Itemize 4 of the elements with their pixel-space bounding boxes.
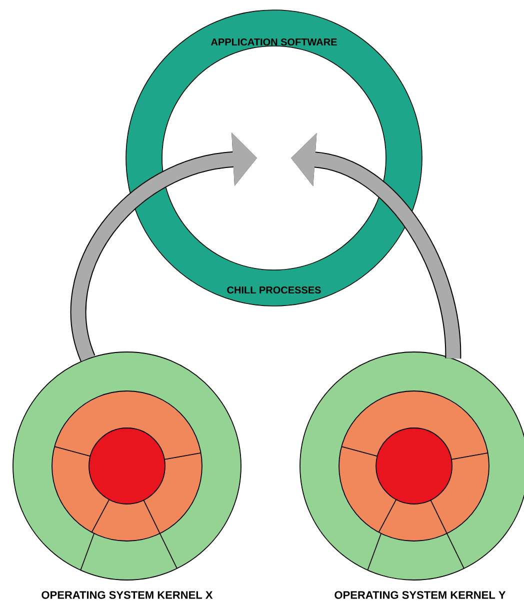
kernel-label: OPERATING SYSTEM KERNEL Y — [334, 591, 506, 599]
ring-label: CHILL PROCESSES — [227, 286, 321, 294]
ring-label: APPLICATION SOFTWARE — [211, 38, 337, 46]
kernel-label: OPERATING SYSTEM KERNEL X — [42, 591, 213, 599]
